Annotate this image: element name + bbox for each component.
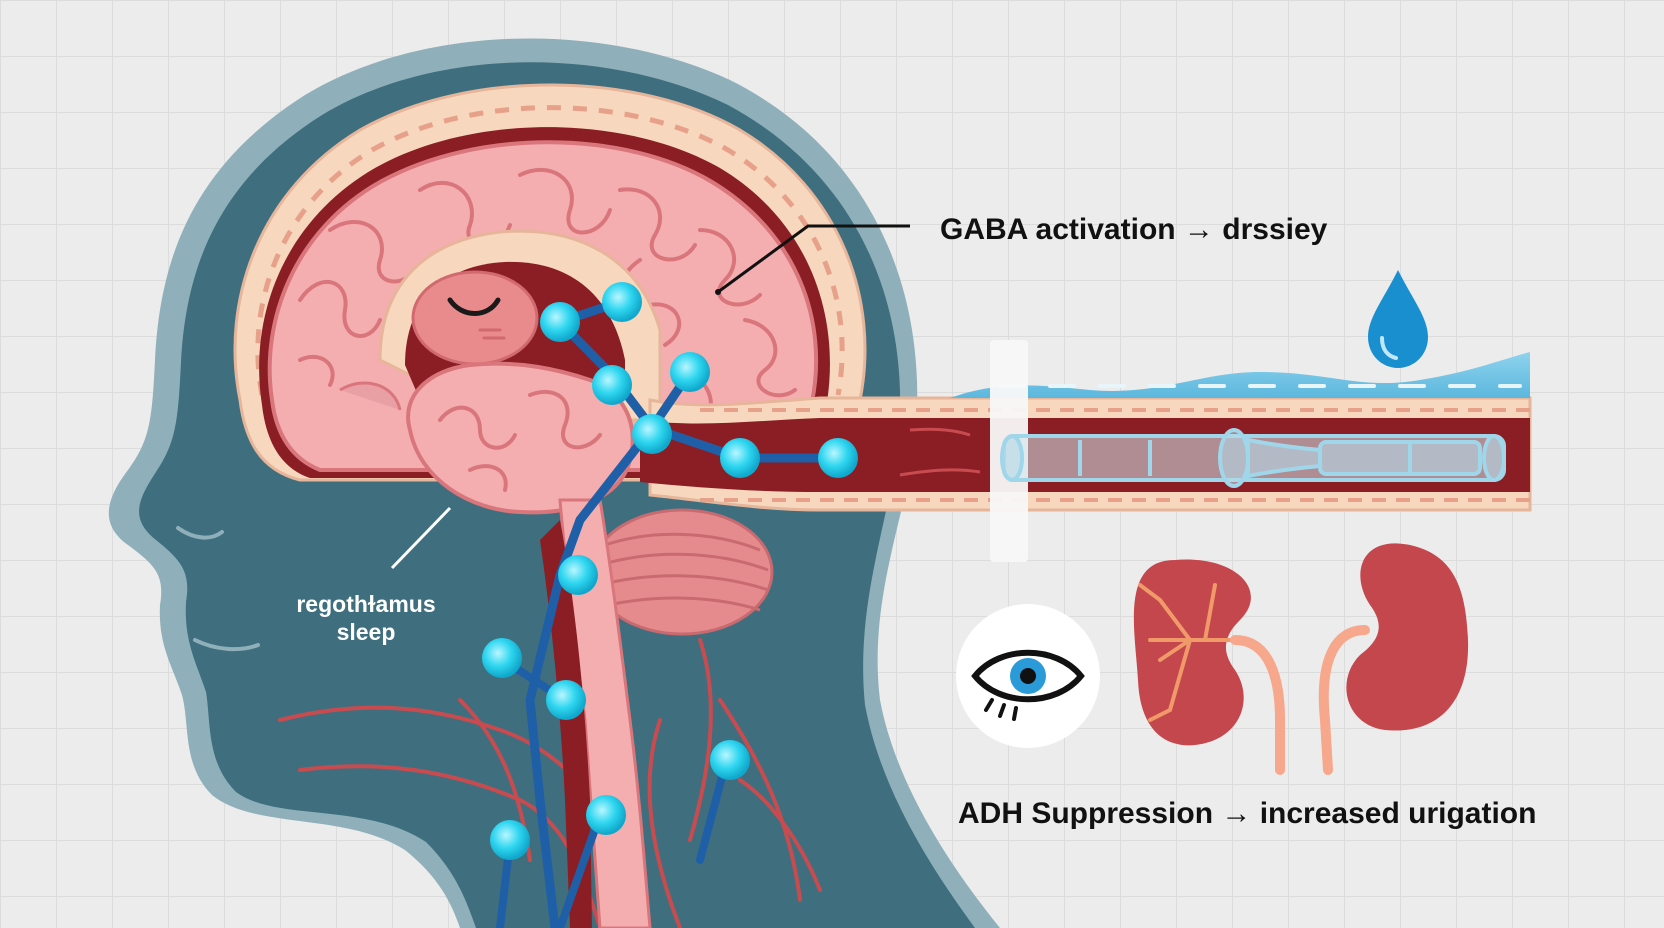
neuron-node	[558, 555, 598, 595]
kidney-veins	[1138, 583, 1232, 722]
vein-path-neck	[496, 654, 731, 928]
blush-marks	[478, 328, 506, 340]
neuron-node	[546, 680, 586, 720]
temporal-lobe	[406, 361, 635, 515]
neuron-node	[540, 302, 580, 342]
gaba-leader-dot	[715, 289, 721, 295]
neuron-node	[490, 820, 530, 860]
neuron-node	[482, 638, 522, 678]
ureter-left	[1230, 635, 1285, 775]
neuron-node	[602, 282, 642, 322]
eye-pupil	[1020, 668, 1036, 684]
eye-lashes	[984, 698, 1018, 721]
neuron-node	[632, 414, 672, 454]
ureter-right	[1318, 625, 1370, 775]
cerebellum	[590, 508, 774, 636]
neuron-node	[818, 438, 858, 478]
glass-tube	[1000, 428, 1506, 488]
frontal-fold	[339, 381, 402, 411]
thalamus	[411, 270, 539, 366]
eye-badge	[956, 604, 1100, 748]
neuron-node	[592, 365, 632, 405]
gaba-label: GABA activation → drssiey	[940, 213, 1328, 246]
sleeping-face-icon	[447, 297, 501, 316]
kidneys	[1133, 543, 1469, 775]
vessel-flow-lines	[899, 427, 981, 477]
neuron-node	[710, 740, 750, 780]
neuron-nodes	[482, 282, 858, 860]
region-label: regothɫamus	[296, 591, 435, 617]
neuron-node	[586, 795, 626, 835]
adh-label: ADH Suppression → increased urigation	[958, 797, 1536, 830]
vessel-sheath-dash	[700, 408, 1530, 502]
mouth-line	[193, 638, 260, 652]
kidney-right	[1346, 543, 1469, 731]
region-sublabel: sleep	[337, 619, 396, 645]
closed-eye-icon	[176, 526, 224, 540]
neuron-node	[720, 438, 760, 478]
water-layer	[950, 352, 1530, 398]
skull-dash	[255, 105, 845, 396]
neuron-node	[670, 352, 710, 392]
gaba-leader-line	[717, 224, 910, 294]
cerebellum-folia	[599, 532, 769, 612]
droplet-shine	[1380, 336, 1398, 360]
region-leader-line	[390, 506, 452, 570]
temporal-gyri	[438, 389, 602, 492]
